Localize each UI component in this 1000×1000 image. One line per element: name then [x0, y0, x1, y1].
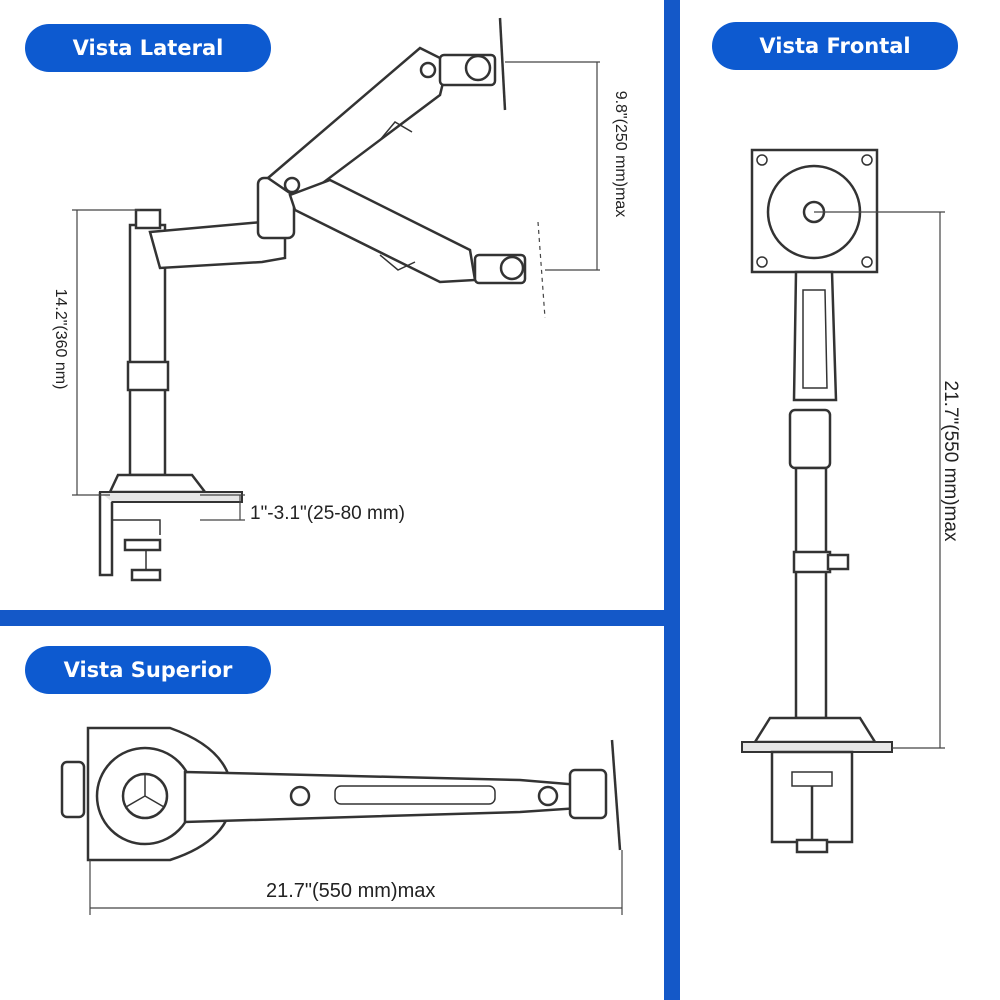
- side-vesa-plate-upper: [498, 17, 507, 111]
- vertical-divider: [664, 0, 680, 1000]
- top-view-label: Vista Superior: [25, 646, 271, 694]
- top-vesa-plate: [610, 739, 622, 851]
- top-clamp-knob: [60, 760, 86, 819]
- front-base: [752, 716, 878, 744]
- side-pole-collar: [126, 360, 170, 392]
- top-view-drawing: [60, 726, 623, 915]
- top-arm-spring: [334, 785, 496, 805]
- side-clamp-knob: [130, 568, 162, 582]
- side-clamp-bar: [112, 519, 161, 535]
- side-view-drawing: [72, 17, 600, 582]
- front-desk-plate: [741, 741, 893, 753]
- side-clamp-screw: [123, 538, 162, 552]
- front-pole-collar: [792, 550, 832, 574]
- front-view-label: Vista Frontal: [712, 22, 958, 70]
- front-view-drawing: [741, 148, 945, 854]
- horizontal-divider: [0, 610, 664, 626]
- front-height-dimension: 21.7"(550 mm)max: [940, 380, 961, 542]
- side-base: [108, 473, 208, 494]
- side-clamp-body: [98, 492, 114, 577]
- side-lowered-spring: [379, 254, 416, 271]
- side-tilt-dimension: 9.8"(250 mm)max: [612, 90, 629, 218]
- front-pole: [794, 466, 828, 720]
- top-tilt-head: [568, 768, 608, 820]
- side-desk-plate: [99, 491, 243, 503]
- side-upper-arm-lowered: [288, 178, 477, 284]
- side-view-label: Vista Lateral: [25, 24, 271, 72]
- front-clamp-knob: [795, 838, 829, 854]
- side-upper-arm-spring: [379, 121, 413, 141]
- side-pole-cap: [134, 208, 162, 230]
- side-height-dimension: 14.2"(360 nm): [52, 288, 69, 390]
- top-width-dimension: 21.7"(550 mm)max: [266, 880, 436, 902]
- top-arm: [183, 770, 582, 824]
- front-elbow: [788, 408, 832, 470]
- front-arm-segment: [792, 270, 838, 402]
- side-clamp-dimension: 1"-3.1"(25-80 mm): [250, 503, 405, 524]
- side-vesa-plate-lower: [537, 221, 546, 319]
